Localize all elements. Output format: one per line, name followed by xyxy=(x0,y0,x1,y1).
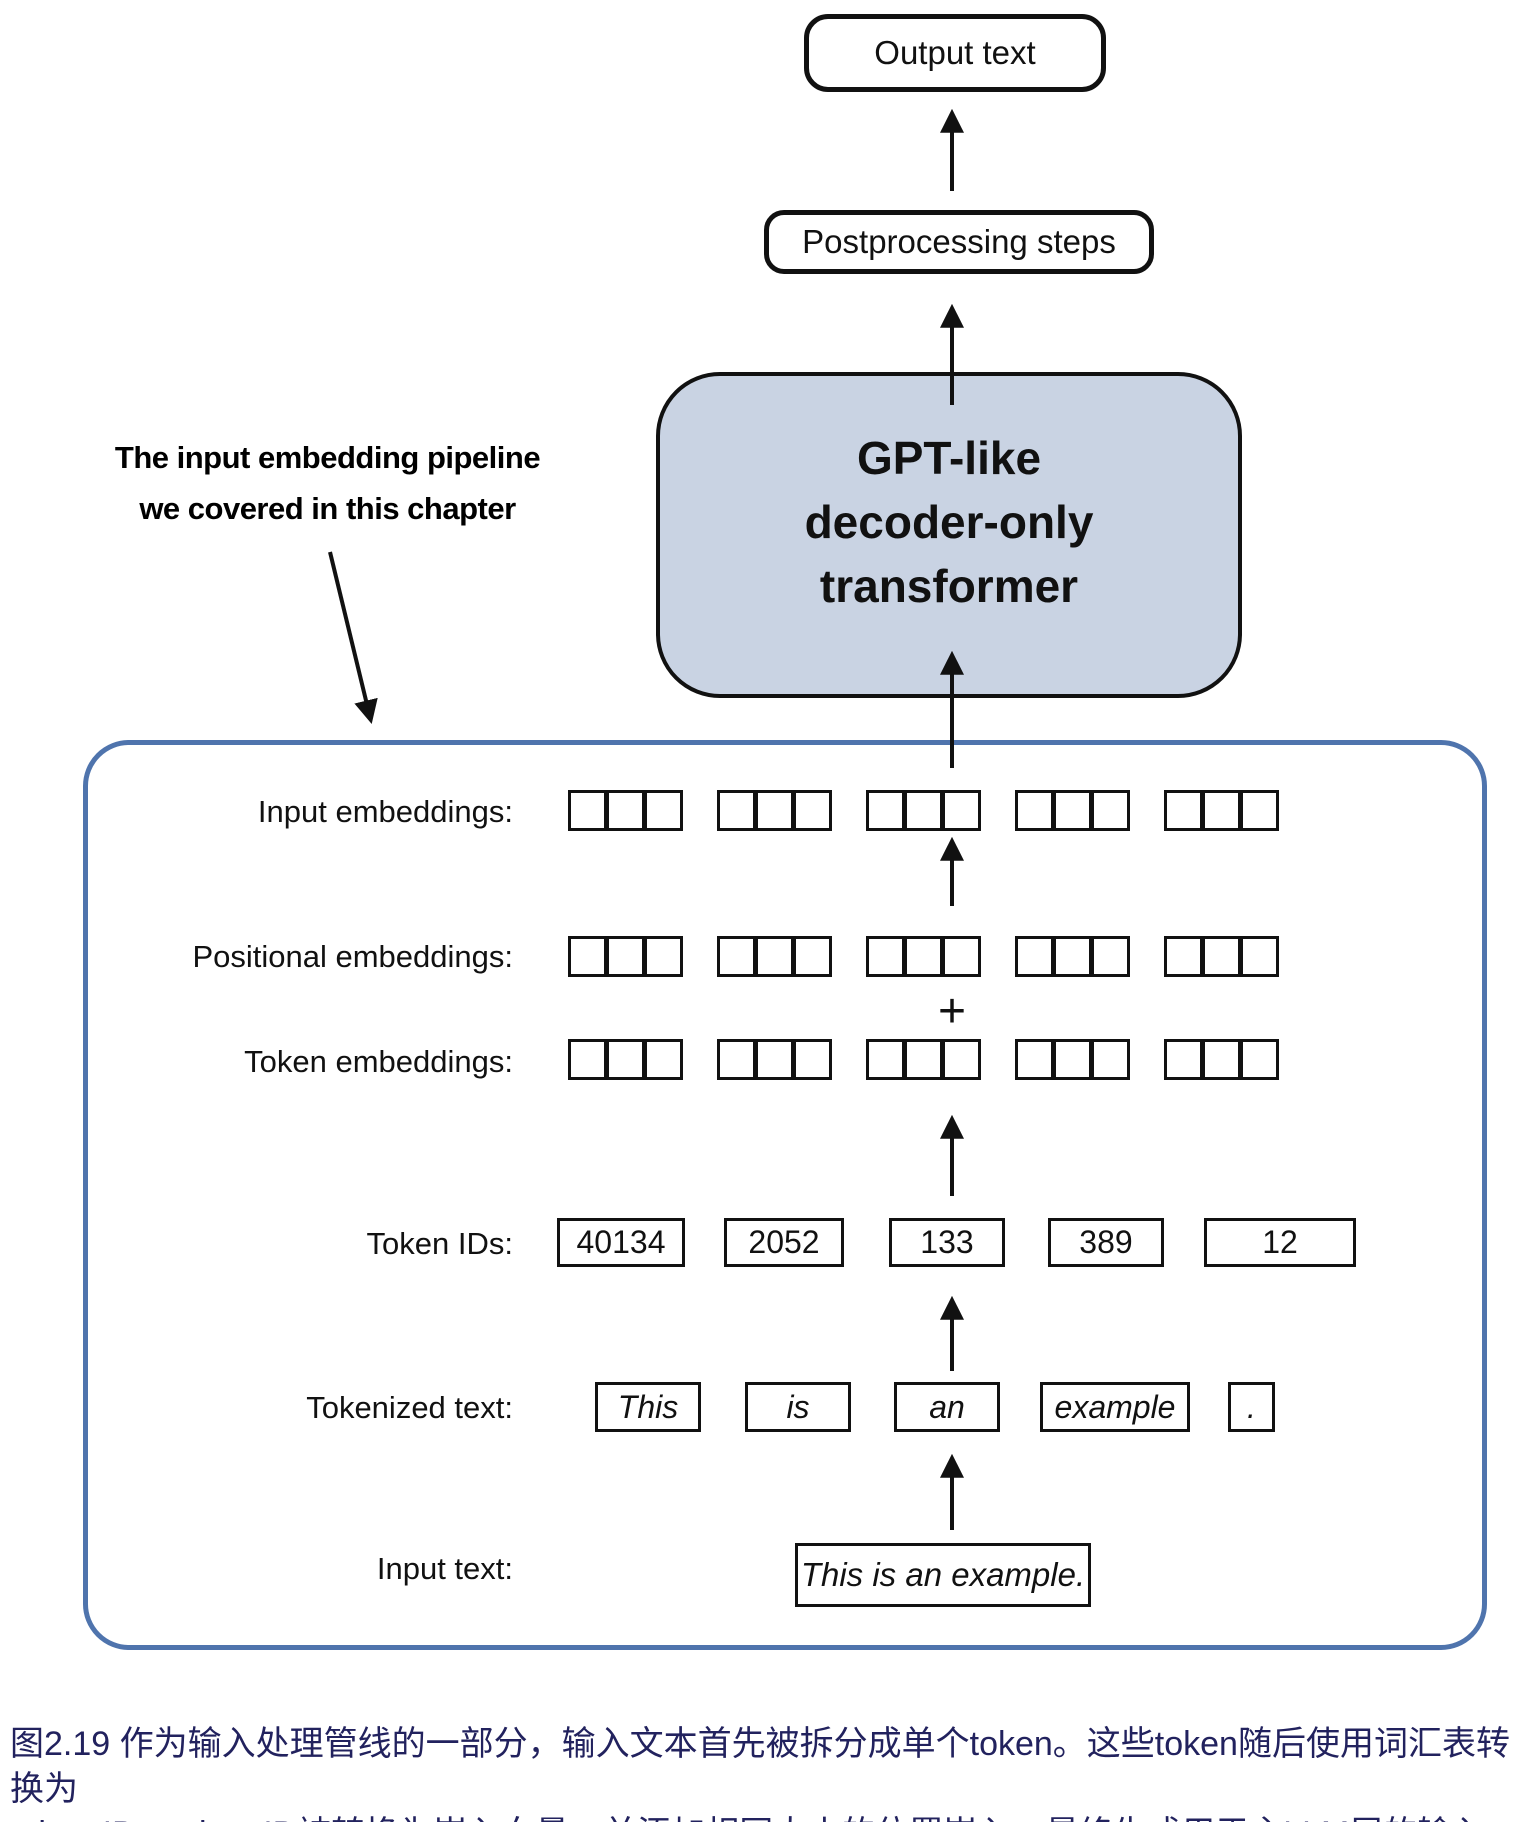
figure-caption-line: 图2.19 作为输入处理管线的一部分，输入文本首先被拆分成单个token。这些t… xyxy=(10,1725,1510,1808)
embedding-vector xyxy=(717,936,832,977)
embedding-cell xyxy=(793,1039,832,1080)
embedding-cell xyxy=(606,936,645,977)
token-id-box: 133 xyxy=(889,1218,1005,1267)
token-embeddings-label: Token embeddings: xyxy=(244,1044,513,1079)
embedding-vector xyxy=(866,936,981,977)
embedding-vector xyxy=(1015,1039,1130,1080)
embedding-vector xyxy=(1015,936,1130,977)
embedding-cell xyxy=(904,790,943,831)
embedding-vector xyxy=(1164,936,1279,977)
output-text-label: Output text xyxy=(874,34,1036,71)
embedding-vector xyxy=(568,936,683,977)
embedding-cell xyxy=(904,936,943,977)
token-id-box: 389 xyxy=(1048,1218,1164,1267)
embedding-cell xyxy=(1015,1039,1054,1080)
embedding-cell xyxy=(1091,1039,1130,1080)
embedding-cell xyxy=(1164,790,1203,831)
embedding-cell xyxy=(942,1039,981,1080)
embedding-cell xyxy=(1240,936,1279,977)
embedding-cell xyxy=(755,936,794,977)
embedding-cell xyxy=(644,1039,683,1080)
embedding-cell xyxy=(717,1039,756,1080)
embedding-vector xyxy=(717,790,832,831)
input-text-box: This is an example. xyxy=(795,1543,1091,1607)
input-embeddings-label: Input embeddings: xyxy=(257,794,513,829)
embedding-cell xyxy=(1015,936,1054,977)
token-embeddings-row xyxy=(568,1039,1279,1080)
embedding-vector xyxy=(1164,1039,1279,1080)
embedding-vector xyxy=(568,790,683,831)
gpt-transformer-box: GPT-like decoder-only transformer xyxy=(656,372,1242,698)
embedding-cell xyxy=(1053,790,1092,831)
token-id-box: 12 xyxy=(1204,1218,1356,1267)
embedding-cell xyxy=(1202,936,1241,977)
token-id-box: 2052 xyxy=(724,1218,844,1267)
postprocessing-box: Postprocessing steps xyxy=(764,210,1154,274)
gpt-box-line: GPT-like xyxy=(856,432,1042,484)
tokenized-text-label: Tokenized text: xyxy=(306,1390,513,1425)
plus-sign: + xyxy=(937,985,967,1038)
embedding-cell xyxy=(568,790,607,831)
embedding-cell xyxy=(866,790,905,831)
embedding-cell xyxy=(644,790,683,831)
annotation-arrow xyxy=(328,551,378,724)
figure-caption: 图2.19 作为输入处理管线的一部分，输入文本首先被拆分成单个token。这些t… xyxy=(10,1722,1510,1822)
embedding-cell xyxy=(866,1039,905,1080)
token-box: is xyxy=(745,1382,851,1432)
token-box: This xyxy=(595,1382,701,1432)
embedding-cell xyxy=(1091,936,1130,977)
embedding-vector xyxy=(717,1039,832,1080)
embedding-cell xyxy=(644,936,683,977)
embedding-cell xyxy=(1202,790,1241,831)
embedding-cell xyxy=(904,1039,943,1080)
embedding-cell xyxy=(568,936,607,977)
token-id-box: 40134 xyxy=(557,1218,685,1267)
annotation-note: The input embedding pipeline we covered … xyxy=(100,432,555,534)
embedding-cell xyxy=(717,790,756,831)
input-text-label: Input text: xyxy=(376,1551,513,1586)
embedding-cell xyxy=(1015,790,1054,831)
embedding-cell xyxy=(1091,790,1130,831)
embedding-vector xyxy=(866,790,981,831)
postprocessing-label: Postprocessing steps xyxy=(802,223,1116,260)
token-box: example xyxy=(1040,1382,1190,1432)
embedding-vector xyxy=(866,1039,981,1080)
embedding-cell xyxy=(942,790,981,831)
embedding-cell xyxy=(1202,1039,1241,1080)
embedding-vector xyxy=(1164,790,1279,831)
figure-caption-line: token ID。token ID被转换为嵌入向量，并添加相同大小的位置嵌入，最… xyxy=(10,1812,1510,1822)
embedding-vector xyxy=(568,1039,683,1080)
embedding-cell xyxy=(866,936,905,977)
embedding-cell xyxy=(1164,1039,1203,1080)
positional-embeddings-label: Positional embeddings: xyxy=(192,939,513,974)
embedding-cell xyxy=(717,936,756,977)
embedding-cell xyxy=(1240,1039,1279,1080)
embedding-cell xyxy=(606,1039,645,1080)
embedding-cell xyxy=(793,936,832,977)
gpt-box-line: transformer xyxy=(819,560,1079,612)
embedding-cell xyxy=(942,936,981,977)
embedding-cell xyxy=(1053,936,1092,977)
embedding-cell xyxy=(793,790,832,831)
embedding-cell xyxy=(568,1039,607,1080)
token-box: . xyxy=(1228,1382,1275,1432)
annotation-line: The input embedding pipeline xyxy=(114,440,541,475)
embedding-cell xyxy=(755,790,794,831)
embedding-vector xyxy=(1015,790,1130,831)
embedding-cell xyxy=(606,790,645,831)
input-embeddings-row xyxy=(568,790,1279,831)
token-ids-label: Token IDs: xyxy=(366,1226,513,1261)
gpt-box-line: decoder-only xyxy=(804,496,1094,548)
annotation-line: we covered in this chapter xyxy=(139,491,516,526)
token-box: an xyxy=(894,1382,1000,1432)
embedding-cell xyxy=(1240,790,1279,831)
positional-embeddings-row xyxy=(568,936,1279,977)
embedding-cell xyxy=(1164,936,1203,977)
embedding-cell xyxy=(1053,1039,1092,1080)
embedding-pipeline-container xyxy=(83,740,1487,1650)
embedding-cell xyxy=(755,1039,794,1080)
output-text-box: Output text xyxy=(804,14,1106,92)
